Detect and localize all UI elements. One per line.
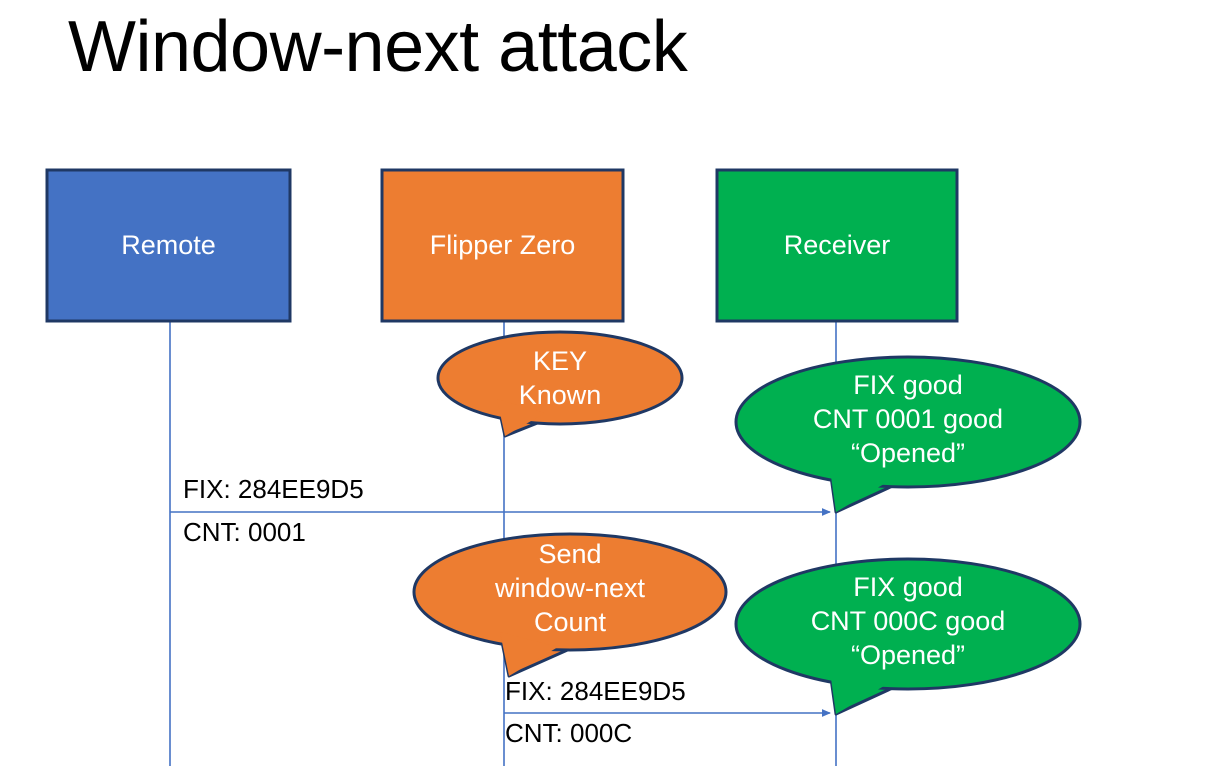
node-label-flipper-zero: Flipper Zero bbox=[429, 230, 576, 260]
bubble-send-window-next-count[interactable] bbox=[412, 532, 728, 678]
node-box-flipper-zero[interactable] bbox=[380, 168, 625, 323]
page-title: Window-next attack bbox=[68, 7, 688, 87]
message-label-cnt-remote-to-receiver: CNT: 0001 bbox=[183, 517, 306, 547]
node-box-remote[interactable] bbox=[45, 168, 292, 323]
bubble-text-line-1: KEY bbox=[532, 346, 588, 376]
bubble-receiver-ack-0001[interactable] bbox=[734, 355, 1082, 514]
bubble-receiver-ack-000c[interactable] bbox=[734, 557, 1082, 716]
bubble-text-key-known: KEY Known bbox=[438, 344, 682, 412]
bubble-text-line-1: FIX good bbox=[853, 370, 963, 400]
bubble-key-known[interactable] bbox=[436, 330, 684, 438]
node-label-remote: Remote bbox=[121, 230, 216, 260]
node-box-receiver[interactable] bbox=[715, 168, 959, 323]
bubble-text-line-1: FIX good bbox=[853, 572, 963, 602]
bubble-text-receiver-ack-0001: FIX good CNT 0001 good “Opened” bbox=[736, 368, 1080, 470]
message-label-cnt-flipper-to-receiver: CNT: 000C bbox=[505, 718, 633, 748]
bubble-text-line-3: “Opened” bbox=[850, 640, 966, 670]
bubble-text-line-2: window-next bbox=[494, 573, 646, 603]
message-label-fix-remote-to-receiver: FIX: 284EE9D5 bbox=[183, 474, 364, 504]
bubble-text-receiver-ack-000c: FIX good CNT 000C good “Opened” bbox=[736, 570, 1080, 672]
bubble-text-line-3: Count bbox=[533, 607, 607, 637]
bubble-text-line-1: Send bbox=[538, 539, 602, 569]
bubble-text-line-2: CNT 0001 good bbox=[812, 404, 1004, 434]
node-label-receiver: Receiver bbox=[783, 230, 891, 260]
bubble-text-line-2: CNT 000C good bbox=[810, 606, 1006, 636]
bubble-text-line-2: Known bbox=[518, 380, 602, 410]
message-label-fix-flipper-to-receiver: FIX: 284EE9D5 bbox=[505, 676, 686, 706]
bubble-text-send-window-next-count: Send window-next Count bbox=[414, 537, 726, 639]
bubble-text-line-3: “Opened” bbox=[850, 438, 966, 468]
